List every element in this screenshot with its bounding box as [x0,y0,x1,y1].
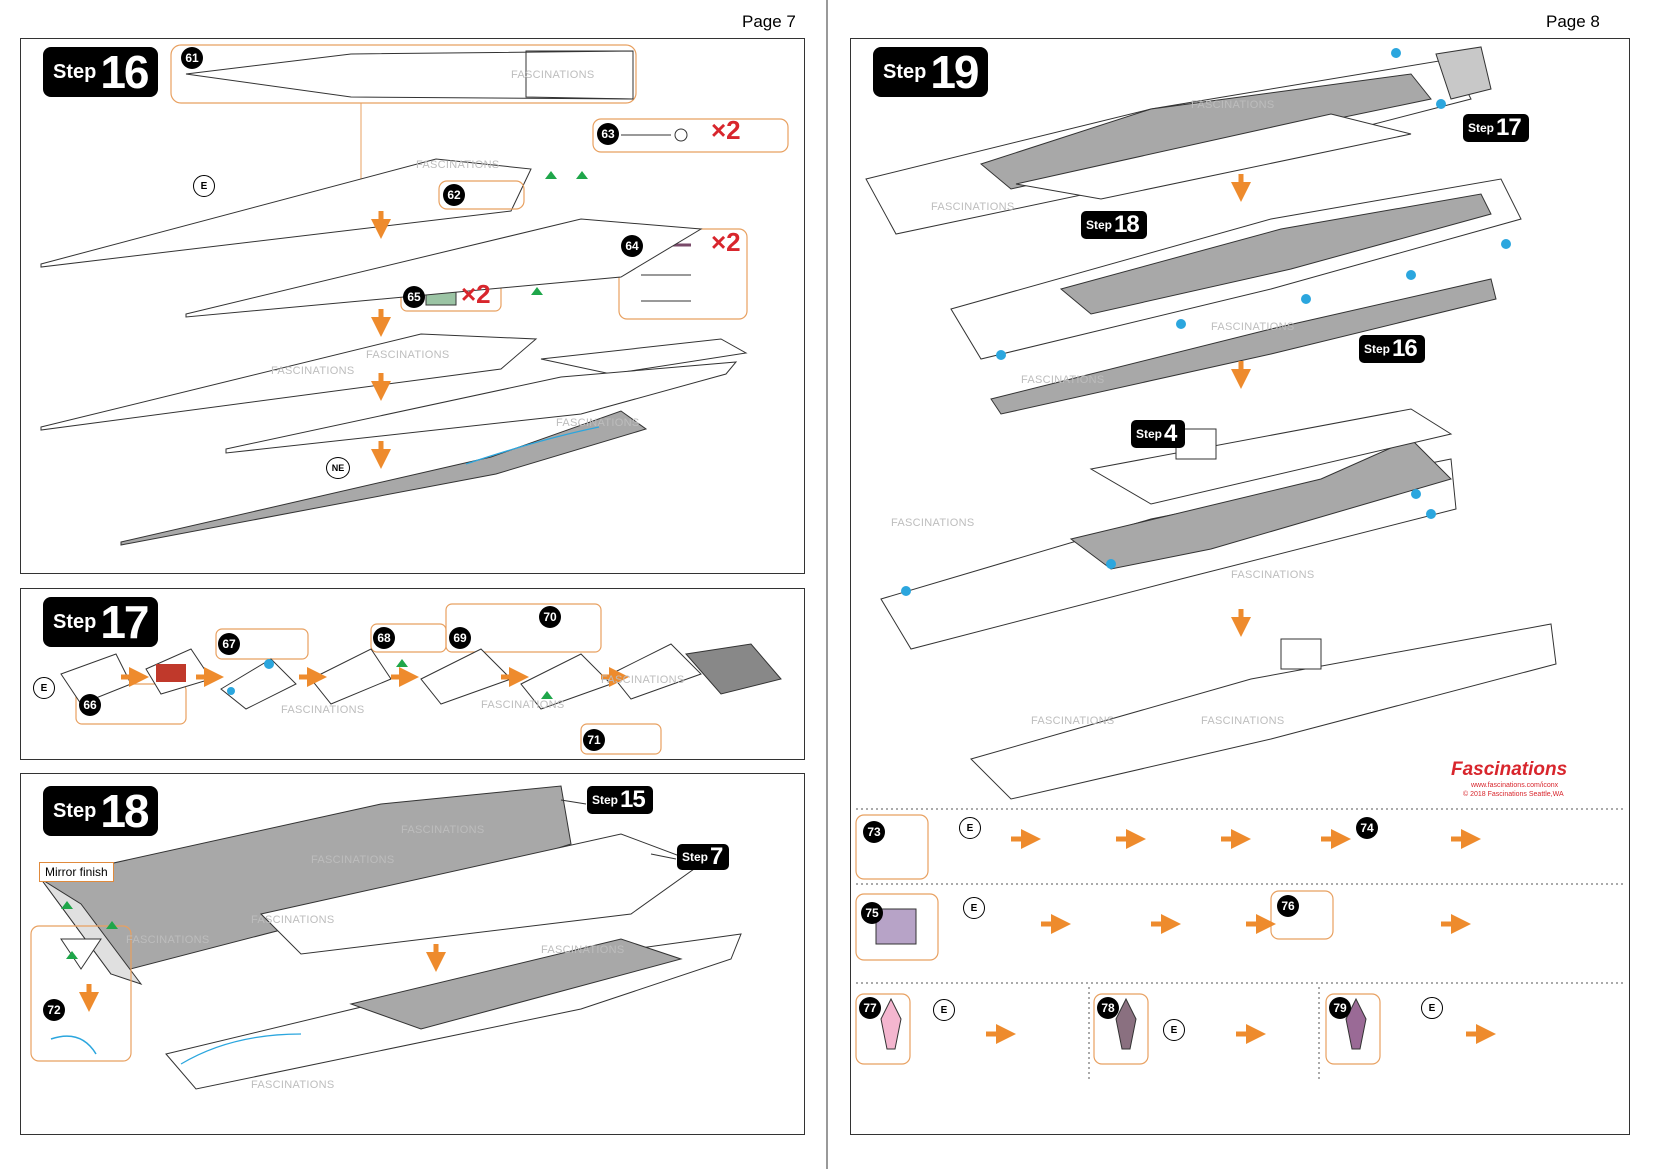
step-badge: Step 18 [43,786,158,836]
watermark: FASCINATIONS [541,944,625,956]
step-number: 18 [100,785,149,837]
part-69: 69 [449,627,471,649]
part-67: 67 [218,633,240,655]
step-word: Step [53,610,97,633]
watermark: FASCINATIONS [511,69,595,81]
step-badge: Step 17 [43,597,158,647]
watermark: FASCINATIONS [416,159,500,171]
step-ref-16: Step 16 [1359,335,1425,363]
step-word: Step [1086,218,1113,232]
step-number: 19 [930,46,979,98]
watermark: FASCINATIONS [601,674,685,686]
ref-number: 17 [1496,114,1522,141]
step-word: Step [1364,342,1391,356]
part-68: 68 [373,627,395,649]
step-19-panel: Step 19 Step 17 Step 18 Step 16 Step 4 F… [850,38,1630,1135]
part-70: 70 [539,606,561,628]
part-74: 74 [1356,817,1378,839]
watermark: FASCINATIONS [251,914,335,926]
label-e: E [1421,997,1443,1019]
watermark: FASCINATIONS [1021,374,1105,386]
multiplier-64: ×2 [711,227,741,257]
watermark: FASCINATIONS [401,824,485,836]
watermark: FASCINATIONS [556,417,640,429]
multiplier-65: ×2 [461,279,491,309]
watermark: FASCINATIONS [311,854,395,866]
label-e: E [933,999,955,1021]
ref-number: 7 [710,843,723,870]
step-ref-7: Step 7 [677,844,729,870]
step-18-illustration [30,785,742,1090]
part-75: 75 [861,902,883,924]
watermark: FASCINATIONS [891,517,975,529]
brand-url: www.fascinations.com/iconx [1471,782,1559,789]
step-number: 17 [100,596,149,648]
part-71: 71 [583,729,605,751]
part-64: 64 [621,235,643,257]
ref-number: 4 [1164,420,1177,447]
watermark: FASCINATIONS [1031,715,1115,727]
step-badge: Step 16 [43,47,158,97]
label-e: E [963,897,985,919]
page-7: Page 7 [0,0,826,1169]
step-16-panel: Step 16 61 62 63 64 65 ×2 ×2 ×2 E NE FAS… [20,38,805,574]
page-divider [826,0,828,1169]
step-word: Step [53,799,97,822]
ref-number: 16 [1392,335,1418,362]
label-e: E [193,175,215,197]
watermark: FASCINATIONS [126,934,210,946]
step-word: Step [883,60,927,83]
watermark: FASCINATIONS [481,699,565,711]
part-79: 79 [1329,997,1351,1019]
part-65: 65 [403,286,425,308]
step-word: Step [53,60,97,83]
part-73: 73 [863,821,885,843]
watermark: FASCINATIONS [1231,569,1315,581]
step-word: Step [1136,427,1163,441]
multiplier-63: ×2 [711,115,741,145]
watermark: FASCINATIONS [271,365,355,377]
step-16-illustration [40,44,789,546]
page-number: Page 7 [742,12,796,31]
watermark: FASCINATIONS [281,704,365,716]
step-word: Step [1468,121,1495,135]
watermark: FASCINATIONS [1191,99,1275,111]
part-66: 66 [79,694,101,716]
step-ref-17: Step 17 [1463,114,1529,142]
step-badge: Step 19 [873,47,988,97]
watermark: FASCINATIONS [1201,715,1285,727]
step-ref-4: Step 4 [1131,420,1185,448]
part-61: 61 [181,47,203,69]
part-63: 63 [597,123,619,145]
part-72: 72 [43,999,65,1021]
step-17-illustration [60,603,782,755]
part-76: 76 [1277,895,1299,917]
label-ne: NE [326,457,350,479]
watermark: FASCINATIONS [251,1079,335,1091]
part-78: 78 [1097,997,1119,1019]
watermark: FASCINATIONS [931,201,1015,213]
step-word: Step [682,850,709,864]
page-8: Page 8 [828,0,1654,1169]
page-number: Page 8 [1546,12,1600,31]
watermark: FASCINATIONS [366,349,450,361]
label-e: E [33,677,55,699]
watermark: FASCINATIONS [1211,321,1295,333]
step-number: 16 [100,46,149,98]
part-62: 62 [443,184,465,206]
mirror-finish-label: Mirror finish [39,862,114,882]
brand-copyright: © 2018 Fascinations Seattle,WA [1463,791,1564,798]
step-19-illustration [855,46,1626,1079]
step-ref-15: Step 15 [587,786,653,814]
step-ref-18: Step 18 [1081,211,1147,239]
ref-number: 15 [620,786,646,813]
part-77: 77 [859,997,881,1019]
fascinations-logo: Fascinations [1451,759,1568,780]
step-18-panel: Step 18 Mirror finish 72 Step 15 Step 7 … [20,773,805,1135]
label-e: E [959,817,981,839]
label-e: E [1163,1019,1185,1041]
ref-number: 18 [1114,211,1140,238]
step-17-panel: Step 17 66 67 68 69 70 71 E FASCINATIONS… [20,588,805,760]
step-word: Step [592,793,619,807]
